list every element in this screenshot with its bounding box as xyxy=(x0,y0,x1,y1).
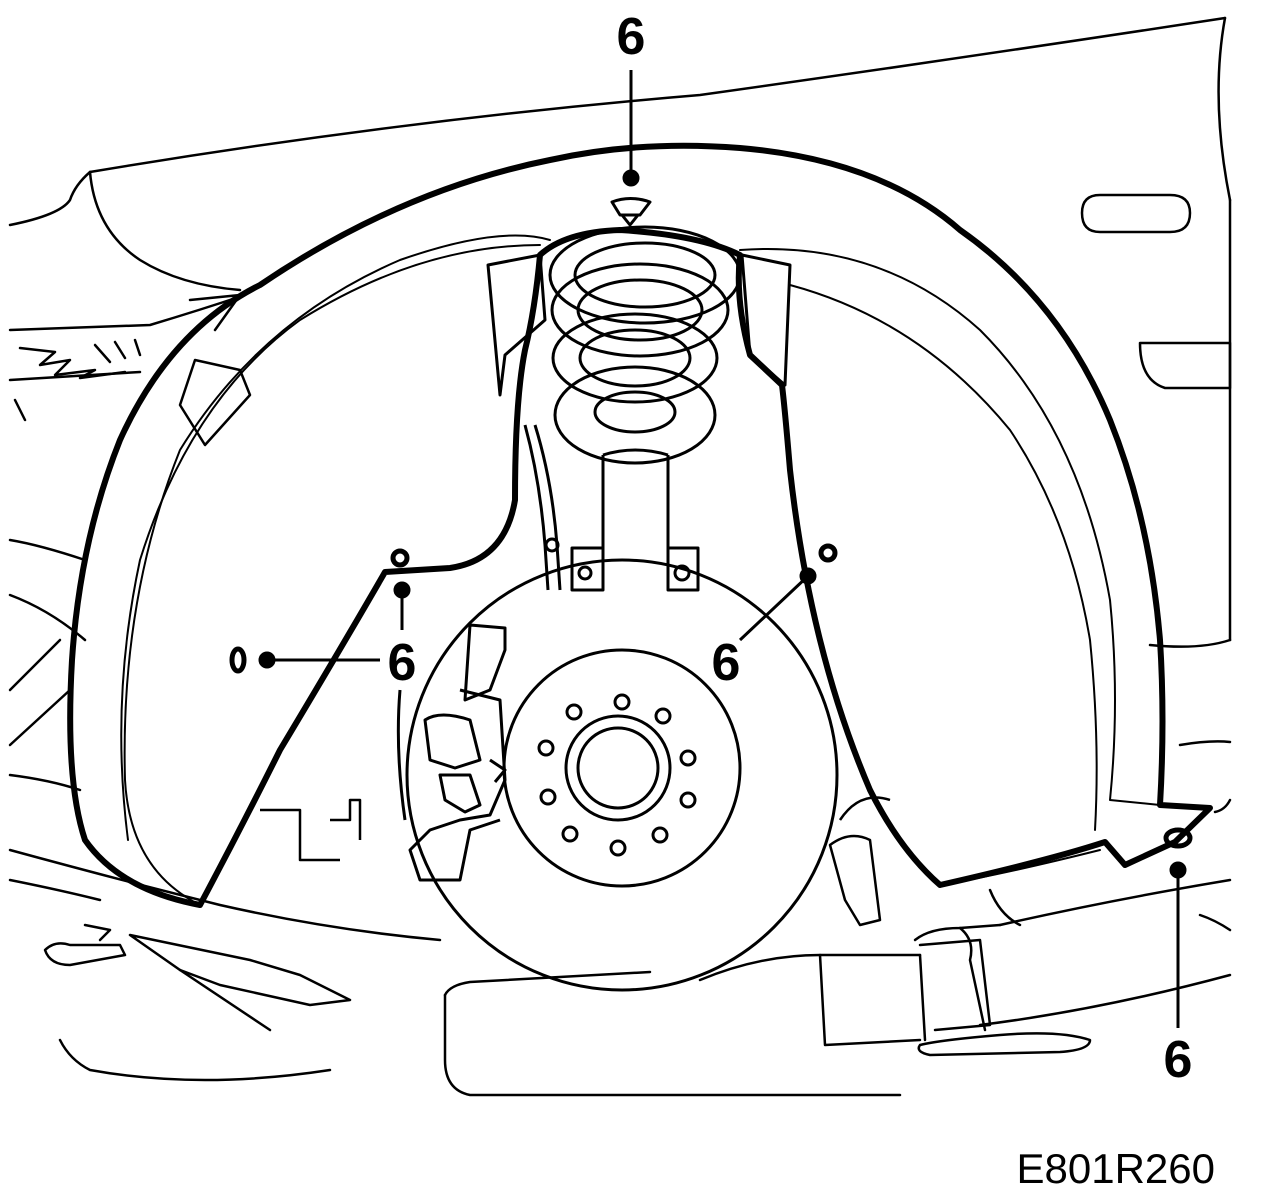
wheel-arch-liner xyxy=(67,142,1213,908)
callout-label-top: 6 xyxy=(617,8,646,66)
clip-bottom-right-oval xyxy=(1163,827,1193,849)
brake-caliper xyxy=(396,623,507,882)
figure-id: E801R260 xyxy=(1017,1145,1216,1192)
callout-label-right: 6 xyxy=(712,634,741,692)
lower-suspension xyxy=(260,796,891,927)
strut-assembly xyxy=(486,197,792,592)
car-body-outline xyxy=(8,16,1232,1097)
clip-left-upper-ring xyxy=(390,548,410,568)
clip-right-ring xyxy=(818,543,838,563)
clip-left-lower-oval xyxy=(229,646,247,674)
callout-label-bottom-right: 6 xyxy=(1164,1031,1193,1089)
callout-leaders xyxy=(258,70,1187,1028)
fastener-points xyxy=(229,543,1193,849)
callout-label-left-upper: 6 xyxy=(388,634,417,692)
brake-disc xyxy=(405,558,839,992)
